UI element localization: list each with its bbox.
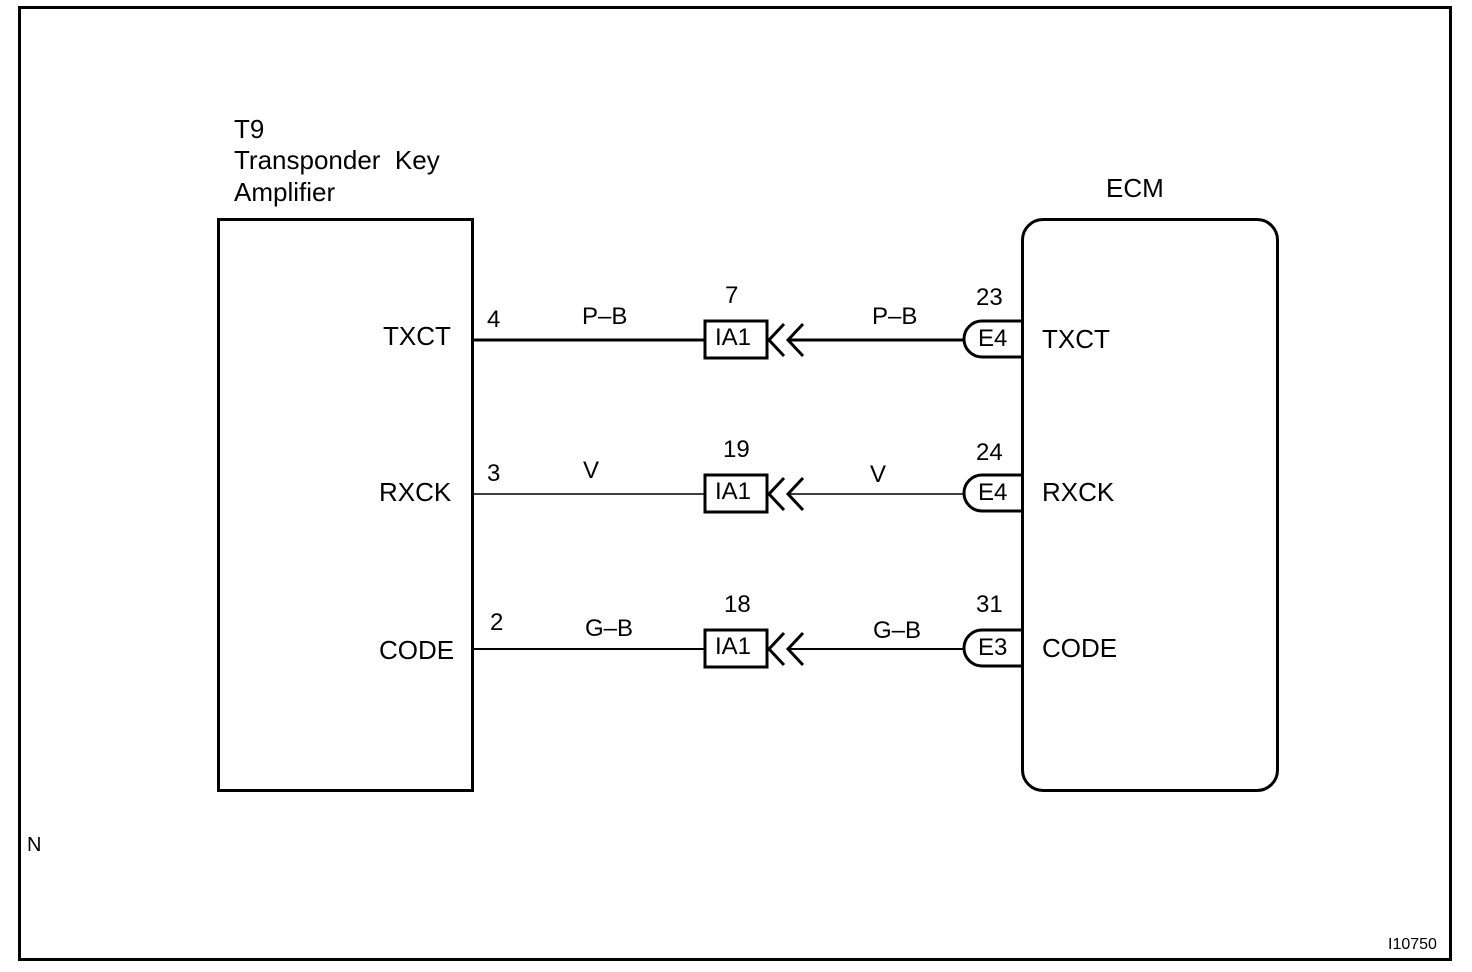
amplifier-signal-code: CODE — [379, 635, 455, 665]
junction-pin-number: 7 — [725, 282, 739, 309]
ecm-signal-rxck: RXCK — [1042, 477, 1115, 507]
wire-color-left: V — [583, 457, 600, 484]
wire-color-left: G–B — [585, 615, 634, 642]
junction-label: IA1 — [715, 478, 752, 505]
amplifier-code: T9 — [234, 114, 265, 144]
connector-chevron-outer — [766, 476, 786, 512]
wire-row-txct — [473, 319, 1022, 360]
amplifier-pin-number: 3 — [487, 460, 501, 487]
junction-pin-number: 18 — [724, 591, 751, 618]
junction-label: IA1 — [715, 633, 752, 660]
ecm-connector-tab — [962, 473, 1022, 513]
wire-color-left: P–B — [582, 303, 628, 330]
amplifier-name-line2: Amplifier — [234, 177, 336, 207]
wire-row-rxck — [473, 473, 1022, 514]
corner-mark: N — [27, 834, 42, 856]
ecm-pin-number: 31 — [976, 591, 1003, 618]
amplifier-pin-number: 4 — [487, 306, 501, 333]
ecm-pin-number: 23 — [976, 284, 1003, 311]
ecm-connector-code: E3 — [978, 634, 1008, 661]
connector-chevron-outer — [766, 322, 786, 358]
ecm-connector-tab — [962, 319, 1022, 359]
ecm-pin-number: 24 — [976, 439, 1003, 466]
figure-id: I10750 — [1388, 936, 1437, 953]
wire-row-code — [473, 628, 1022, 669]
wire-color-right: G–B — [873, 617, 922, 644]
wire-color-right: V — [870, 461, 887, 488]
connector-chevron-outer — [766, 631, 786, 667]
amplifier-pin-number: 2 — [490, 609, 504, 636]
ecm-label: ECM — [1106, 173, 1164, 203]
amplifier-box — [217, 218, 474, 792]
wire-color-right: P–B — [872, 303, 918, 330]
junction-box — [703, 319, 769, 360]
outer-frame — [18, 6, 1452, 961]
ecm-signal-txct: TXCT — [1042, 324, 1110, 354]
junction-box — [703, 628, 769, 669]
ecm-connector-tab — [962, 628, 1022, 668]
amplifier-name-line1: Transponder Key — [234, 145, 440, 175]
junction-pin-number: 19 — [723, 436, 750, 463]
ecm-connector-code: E4 — [978, 325, 1008, 352]
amplifier-signal-rxck: RXCK — [379, 477, 452, 507]
junction-box — [703, 473, 769, 514]
ecm-signal-code: CODE — [1042, 633, 1118, 663]
ecm-connector-code: E4 — [978, 479, 1008, 506]
junction-label: IA1 — [715, 324, 752, 351]
amplifier-signal-txct: TXCT — [383, 321, 451, 351]
ecm-box — [1021, 218, 1279, 792]
